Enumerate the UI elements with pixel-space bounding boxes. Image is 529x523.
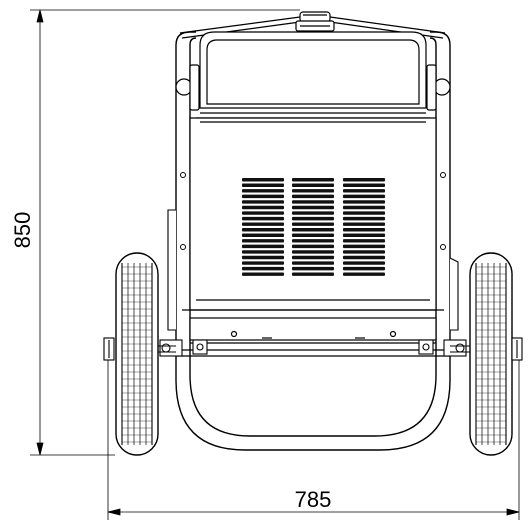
louver-slot [292,233,334,237]
louver-slot [343,261,385,265]
louver-slot [343,194,385,199]
handle-knob-left [175,64,200,111]
width-dimension [107,345,520,520]
louver-slot [242,200,284,204]
louver-slot [343,216,385,221]
louver-slot [343,178,385,182]
height-dimension-label: 850 [10,212,35,249]
louver-slot [343,200,385,204]
louver-slot [292,194,334,199]
louver-slot [242,255,284,260]
louver-slot [292,261,334,265]
frame-top [179,16,446,39]
louver-slot [292,250,334,254]
frame-tube [175,31,451,451]
hub-right [511,337,523,361]
height-arrow-bottom [36,442,44,456]
louver-slot [343,272,385,276]
tire [115,252,159,456]
louver-slot [343,233,385,237]
louver-slot [292,178,334,182]
louver-slot [242,222,284,226]
louver-slot [242,239,284,243]
louver-slot [343,244,385,249]
louver-slot [292,222,334,226]
side-panel-left [167,209,176,331]
hub-left [103,337,115,361]
louver-slot [343,211,385,215]
louver-slot [292,216,334,221]
width-dimension-label: 785 [295,487,332,512]
louver-slot [343,222,385,226]
fuel-cap [295,11,335,32]
side-panel-right [449,257,459,331]
louver-slot [242,178,284,182]
louver-slot [242,211,284,215]
louver-slot [242,216,284,221]
louver-slot [242,261,284,265]
louver-slot [242,205,284,210]
width-arrow-right [506,508,520,516]
louver-slot [292,255,334,260]
louver-slot [343,189,385,193]
louver-slot [292,244,334,249]
louver-slot [292,183,334,187]
louver-slot [343,228,385,232]
louver-slot [292,228,334,232]
base-plate [176,317,450,357]
louver-slot [343,239,385,243]
louver-slot [242,244,284,249]
louver-slot [242,189,284,193]
louver-slot [343,266,385,271]
louver-slot [292,211,334,215]
louver-slot [343,250,385,254]
louver-slot [343,255,385,260]
louver-slot [242,250,284,254]
cooling-louvers [242,178,385,276]
axle-mount-right [418,339,467,357]
handle-knob-right [426,64,451,111]
louver-slot [292,272,334,276]
height-dimension [30,9,300,456]
wheel-right [469,252,513,456]
louver-slot [343,183,385,187]
louver-slot [242,266,284,271]
axle-mount-left [159,339,208,357]
louver-slot [292,205,334,210]
louver-slot [242,233,284,237]
height-arrow-top [36,9,44,23]
louver-slot [292,266,334,271]
louver-slot [242,228,284,232]
louver-slot [292,189,334,193]
louver-slot [292,239,334,243]
louver-slot [242,194,284,199]
louver-slot [292,200,334,204]
louver-slot [242,272,284,276]
width-arrow-left [107,508,121,516]
louver-slot [343,205,385,210]
fuel-tank [196,31,430,119]
wheel-left [115,252,159,456]
louver-slot [242,183,284,187]
frame-rivets [180,172,446,250]
